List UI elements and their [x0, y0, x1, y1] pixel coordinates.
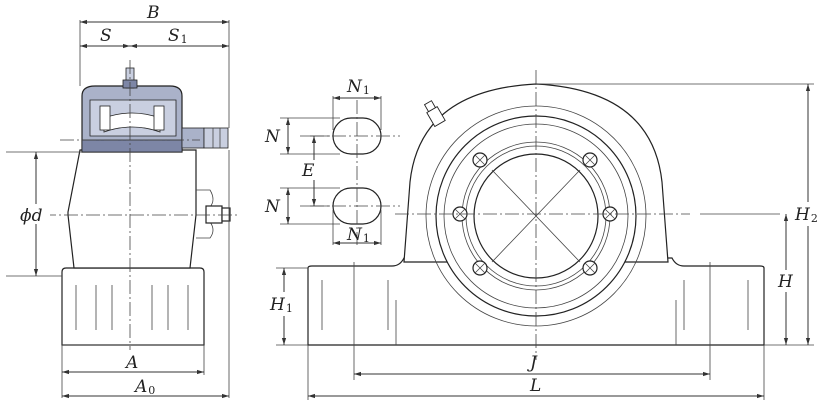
label-B: B — [146, 3, 160, 23]
label-A: A — [124, 353, 138, 373]
label-E: E — [301, 161, 315, 181]
slot-detail: N1 N1 N N E — [264, 77, 400, 246]
front-view: H2 H H1 J L — [268, 70, 820, 400]
label-N-bottom: N — [264, 197, 281, 217]
flange-bolt-group — [452, 152, 618, 276]
label-H: H — [777, 272, 794, 292]
label-L: L — [529, 376, 541, 396]
label-H2: H2 — [794, 205, 818, 225]
label-N1-top: N1 — [346, 77, 370, 97]
label-J: J — [527, 353, 538, 373]
label-N1-bottom: N1 — [346, 225, 370, 245]
label-S1: S1 — [168, 26, 188, 46]
label-S: S — [100, 26, 112, 46]
label-N-top: N — [264, 127, 281, 147]
label-A0: A0 — [133, 377, 155, 397]
label-phi-d: ϕd — [20, 206, 43, 226]
side-view: B S S1 ϕd A A0 — [6, 3, 240, 399]
label-H1: H1 — [269, 295, 293, 315]
